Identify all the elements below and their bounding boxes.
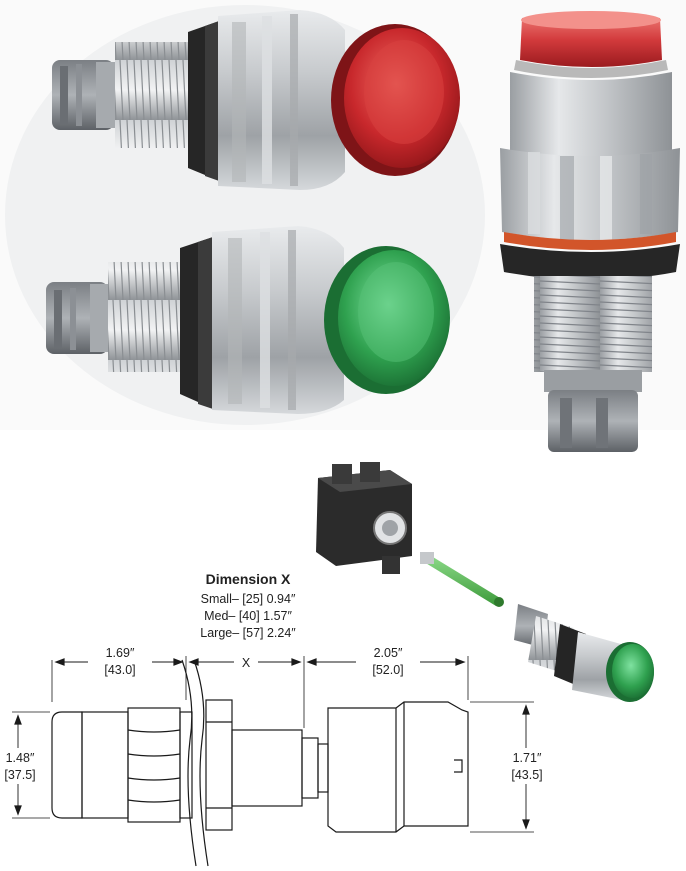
small-green-button-render	[514, 604, 654, 702]
green-rod-render	[420, 552, 504, 607]
vertical-red-pushbutton-render	[500, 11, 680, 452]
right-height-inches: 1.71″	[513, 751, 542, 765]
drawing-lens	[51, 711, 83, 819]
dimension-x-small: Small– [25] 0.94″	[201, 592, 296, 606]
right-width-mm: [52.0]	[372, 663, 403, 677]
drawing-nut	[205, 699, 233, 831]
drawing-panel	[181, 659, 197, 867]
drawing-body	[231, 729, 303, 807]
left-height-inches: 1.48″	[6, 751, 35, 765]
drawing-collar	[127, 707, 181, 823]
left-height-mm: [37.5]	[4, 768, 35, 782]
green-pushbutton-render	[46, 226, 450, 414]
red-pushbutton-render	[52, 10, 460, 190]
dimension-x-title: Dimension X	[206, 571, 291, 587]
drawing-contact-block	[327, 701, 469, 833]
dimension-drawing	[12, 656, 534, 867]
drawing-adapter	[301, 737, 319, 799]
dimension-x-large: Large– [57] 2.24″	[200, 626, 296, 640]
dimension-x-med: Med– [40] 1.57″	[204, 609, 292, 623]
left-width-mm: [43.0]	[104, 663, 135, 677]
right-height-mm: [43.5]	[511, 768, 542, 782]
contact-block-render	[316, 462, 412, 574]
x-dimension-label: X	[242, 656, 251, 670]
drawing-bezel-front	[81, 711, 129, 819]
left-width-inches: 1.69″	[106, 646, 135, 660]
right-width-inches: 2.05″	[374, 646, 403, 660]
